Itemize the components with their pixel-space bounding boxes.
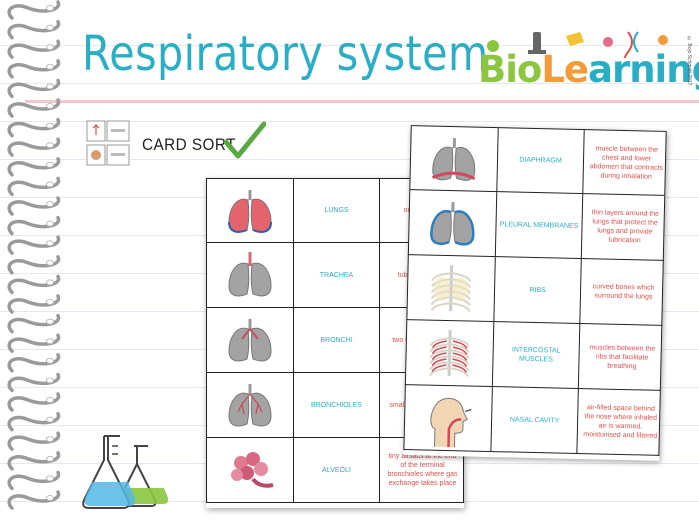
intercostal-icon [429,330,470,377]
card-row: LUNGSorga... for ... [206,178,464,243]
lungs-red-icon [228,189,272,233]
term-card[interactable]: BRONCHI [294,308,380,372]
logo-illustration-icon [487,31,668,58]
card-row: INTERCOSTAL MUSCLES muscles between the r… [404,320,663,391]
image-card[interactable] [408,190,498,257]
card-row: RIBS curved bones which surround the lung… [406,255,664,326]
lungs-bronchi-icon [228,319,272,362]
term-card[interactable]: BRONCHIOLES [294,373,380,437]
alveoli-icon [231,452,274,488]
definition-card[interactable]: thin layers around the lungs that protec… [591,209,660,245]
head-nasal-icon [430,397,472,448]
image-card[interactable] [404,385,493,452]
definition-card[interactable]: muscle between the chest and lower abdom… [589,144,664,181]
image-card[interactable] [207,243,294,307]
ribcage-icon [430,265,472,312]
card-sort-label: CARD SORT [142,135,236,154]
definition-card[interactable]: air-filled space behind the nose where i… [583,404,658,440]
image-card[interactable] [407,255,496,322]
definition-card[interactable]: tiny airsacs at the end of the terminal … [387,453,458,487]
term-card[interactable]: INTERCOSTAL MUSCLES [492,322,581,389]
term-card[interactable]: PLEURAL MEMBRANES [495,192,584,259]
image-card[interactable] [207,438,294,502]
logo-wordmark: BioLearning [478,48,699,91]
card-sort-thumbnail-icon [86,120,130,166]
term-card[interactable]: RIBS [494,257,582,324]
page-title: Respiratory system [82,26,489,82]
checkmark-icon [224,121,266,159]
lungs-diaphragm-icon [431,137,476,181]
image-card[interactable] [207,373,294,437]
term-card[interactable]: ALVEOLI [294,438,380,502]
term-card[interactable]: DIAPHRAGM [497,128,585,194]
header-rule [25,100,699,103]
lungs-bronchioles-icon [228,384,272,427]
term-card[interactable]: LUNGS [294,179,380,242]
logo-copyright: © Bojo Schmidt 2017 [686,36,692,86]
image-card[interactable] [410,126,499,192]
spiral-binding [7,0,61,510]
lab-flasks-icon [82,435,169,509]
term-card[interactable]: NASAL CAVITY [491,387,579,454]
term-card[interactable]: TRACHEA [294,243,380,307]
lungs-pleura-icon [430,202,475,246]
image-card[interactable] [207,179,294,242]
lungs-trachea-icon [228,252,272,297]
biolearning-logo: BioLearning © Bojo Schmidt 2017 [478,28,699,100]
definition-card[interactable]: muscles between the ribs that facilitate… [589,343,656,370]
image-card[interactable] [207,308,294,372]
definition-card[interactable]: curved bones which surround the lungs [592,283,655,301]
image-card[interactable] [405,320,495,387]
